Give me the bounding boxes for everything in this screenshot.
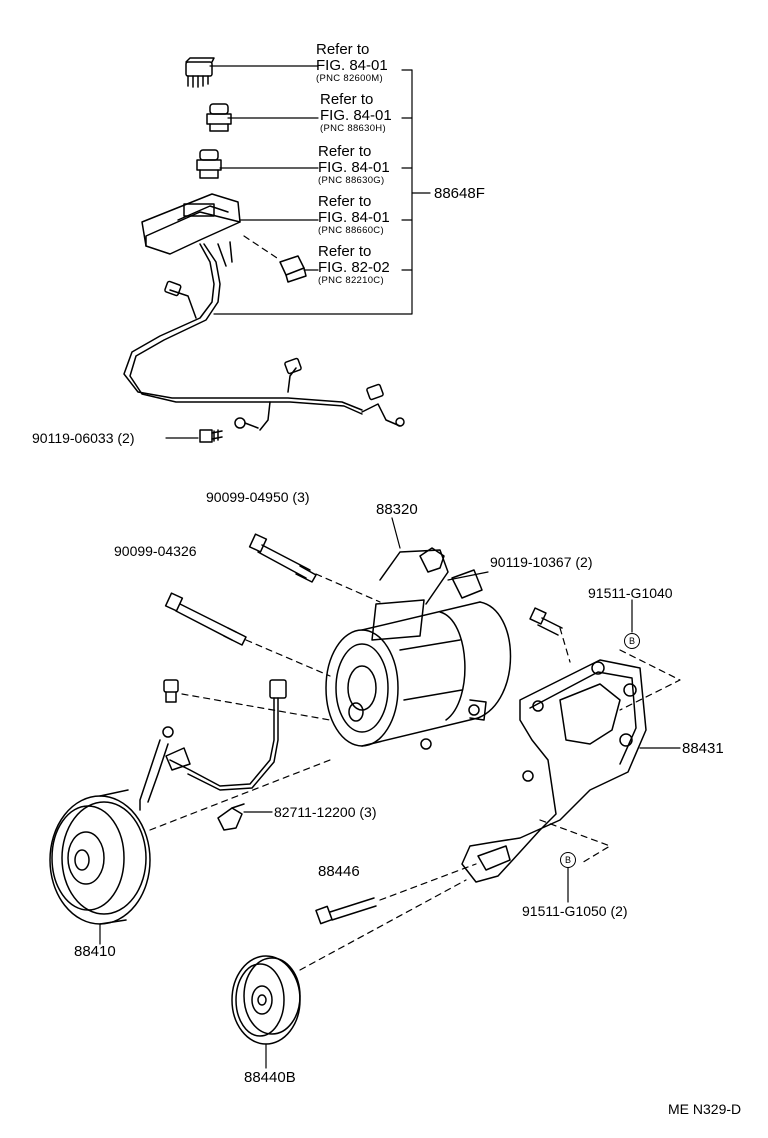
idler-pulley-drawing [231, 955, 301, 1045]
thermistor-82210c [279, 255, 307, 283]
part-label-bolt-short: 90099-04326 [114, 543, 197, 559]
refer-to-text: Refer to [318, 193, 372, 210]
refer-label-88660c: Refer to FIG. 84-01 (PNC 88660C) [318, 194, 390, 235]
part-label-bolt-idler: 88446 [318, 863, 360, 880]
refer-label-82210c: Refer to FIG. 82-02 (PNC 82210C) [318, 244, 390, 285]
clamp-drawing [217, 803, 245, 831]
wire-connector-right [366, 383, 384, 401]
wire-connector-left [164, 280, 182, 297]
part-label-bolt-long: 90099-04950 (3) [206, 489, 310, 505]
pnc-text: (PNC 88630H) [320, 122, 386, 134]
part-label-compressor: 88320 [376, 501, 418, 518]
part-label-bolt-top: 90119-06033 (2) [32, 430, 135, 446]
leader-lines-bottom [99, 517, 681, 1069]
refer-label-82600m: Refer to FIG. 84-01 (PNC 82600M) [316, 42, 388, 83]
clutch-wire-drawing [139, 679, 287, 811]
fig-ref-text: FIG. 84-01 [318, 208, 390, 226]
bolt-90119-06033-drawing [199, 429, 223, 443]
connector-82600m [185, 57, 215, 88]
fig-ref-text: FIG. 84-01 [318, 158, 390, 176]
dashed-assembly-lines [149, 573, 681, 971]
fig-ref-text: FIG. 84-01 [316, 56, 388, 74]
compressor-drawing [325, 547, 512, 750]
refer-label-88630h: Refer to FIG. 84-01 (PNC 88630H) [320, 92, 392, 133]
fig-ref-text: FIG. 82-02 [318, 258, 390, 276]
pnc-text: (PNC 88660C) [318, 224, 384, 236]
part-label-clamp: 82711-12200 (3) [274, 804, 377, 820]
bracket-drawing [461, 659, 647, 883]
pnc-text: (PNC 82600M) [316, 72, 383, 84]
long-bolt-drawing [248, 533, 317, 583]
part-label-bracket: 88431 [682, 740, 724, 757]
part-label-harness: 88648F [434, 185, 485, 202]
fig-ref-text: FIG. 84-01 [320, 106, 392, 124]
stud-marker-lower: B [560, 852, 576, 868]
part-label-bolt-bracket: 90119-10367 (2) [490, 554, 593, 570]
part-label-stud-lower: 91511-G1050 (2) [522, 903, 628, 919]
wire-harness [123, 241, 401, 431]
relay-block-88660c [141, 193, 241, 255]
bolt-88446-drawing [315, 897, 377, 925]
clutch-drawing [49, 789, 151, 925]
wire-connector-mid [284, 357, 302, 375]
refer-to-text: Refer to [318, 243, 372, 260]
part-label-idler-pulley: 88440B [244, 1069, 296, 1086]
leader-lines-top [165, 65, 431, 439]
refer-to-text: Refer to [318, 143, 372, 160]
stud-marker-upper: B [624, 633, 640, 649]
bracket-bolt-drawing [529, 607, 563, 636]
pressure-switch-88630g [196, 149, 222, 179]
part-label-stud-upper: 91511-G1040 [588, 585, 673, 601]
ground-terminal [234, 417, 405, 429]
refer-label-88630g: Refer to FIG. 84-01 (PNC 88630G) [318, 144, 390, 185]
pnc-text: (PNC 82210C) [318, 274, 384, 286]
refer-to-text: Refer to [316, 41, 370, 58]
refer-to-text: Refer to [320, 91, 374, 108]
figure-code: ME N329-D [668, 1101, 742, 1117]
pnc-text: (PNC 88630G) [318, 174, 385, 186]
pressure-switch-88630h [206, 103, 232, 132]
short-bolt-drawing [164, 592, 247, 646]
part-label-clutch: 88410 [74, 943, 116, 960]
